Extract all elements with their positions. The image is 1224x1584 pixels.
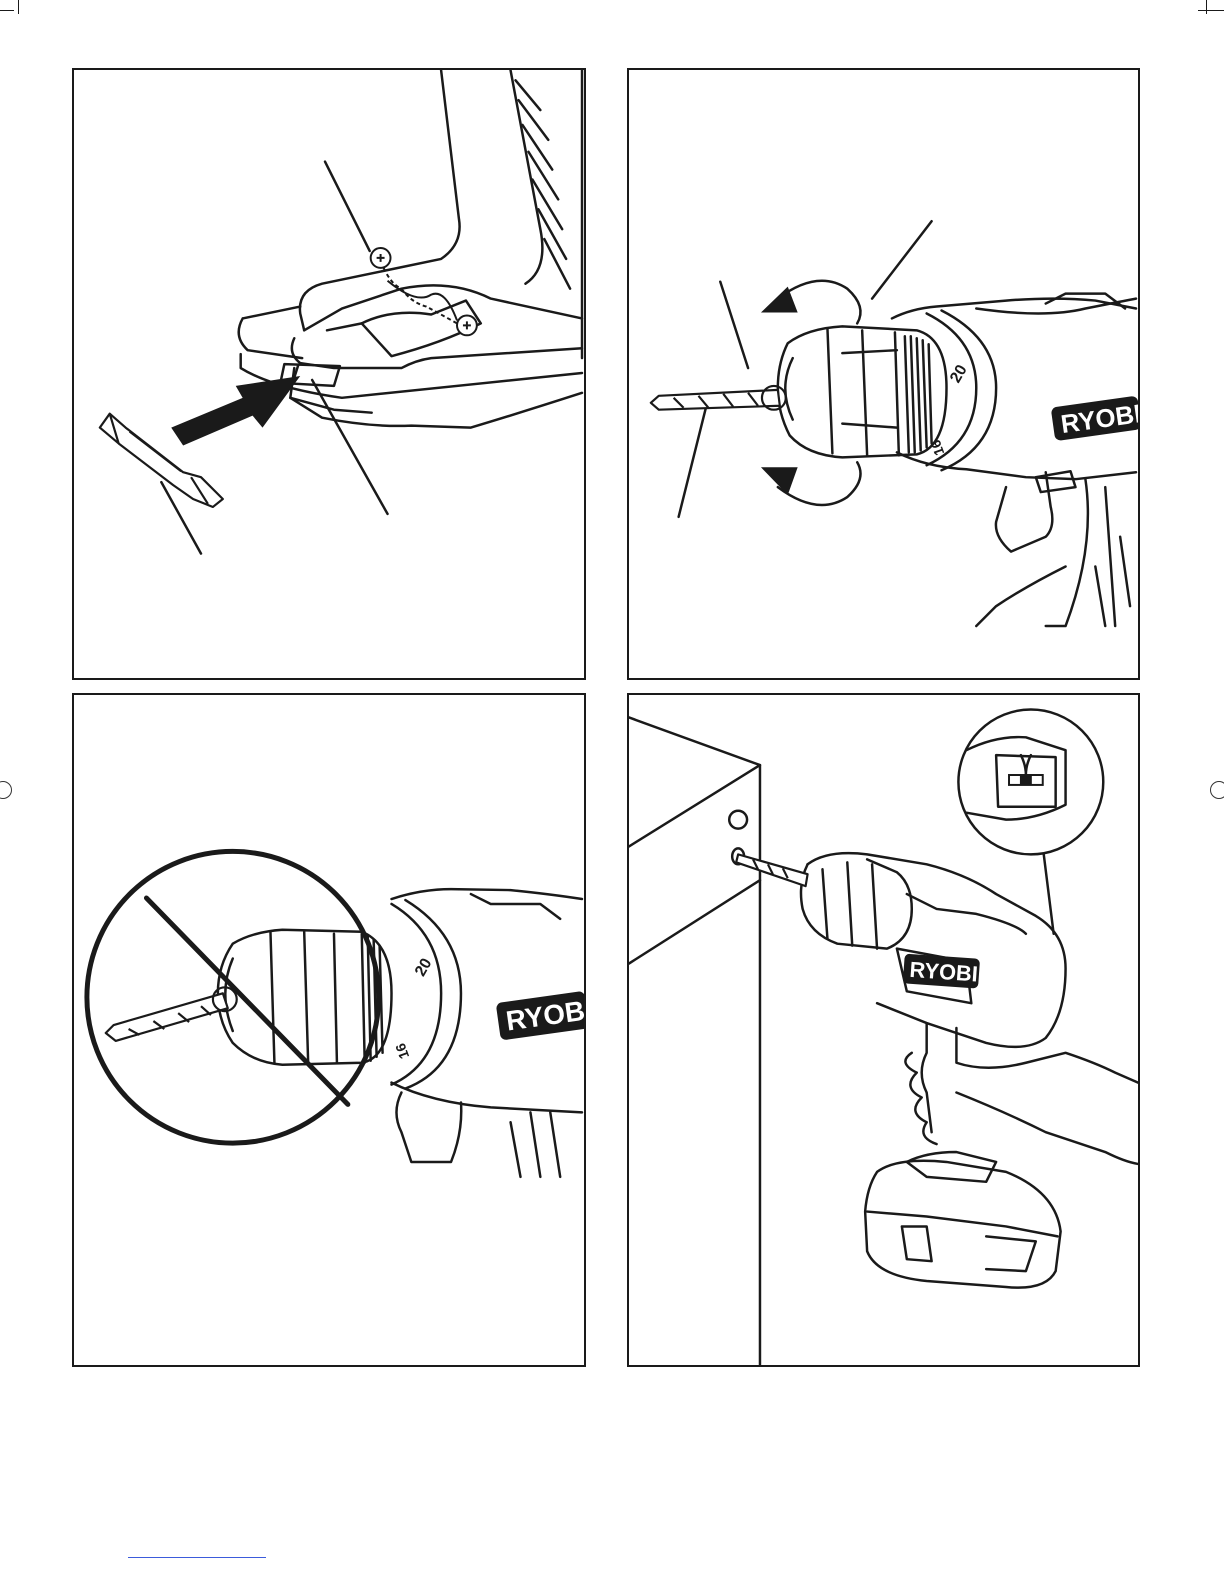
figure-chuck-rotation: RYOBI 20 16 xyxy=(627,68,1140,680)
svg-text:RYOBI: RYOBI xyxy=(909,957,979,987)
registration-mark-right xyxy=(1210,781,1224,799)
ryobi-logo: RYOBI xyxy=(1051,395,1138,441)
crop-mark-top-right-h xyxy=(1198,10,1224,11)
registration-mark-left xyxy=(0,781,12,799)
incorrect-insertion-illustration: RYOBI 20 16 xyxy=(74,695,584,1365)
figure-drilling-level: RYOBI xyxy=(627,693,1140,1367)
chuck-rotation-illustration: RYOBI 20 16 xyxy=(629,70,1138,678)
crop-mark-top-left-h xyxy=(0,10,14,11)
svg-text:16: 16 xyxy=(392,1041,412,1061)
ryobi-logo: RYOBI xyxy=(496,990,584,1041)
crop-mark-top-left xyxy=(18,0,19,14)
svg-text:20: 20 xyxy=(412,955,436,979)
drilling-level-illustration: RYOBI xyxy=(629,695,1138,1365)
figure-incorrect-insertion: RYOBI 20 16 xyxy=(72,693,586,1367)
figure-bit-storage xyxy=(72,68,586,680)
bit-storage-illustration xyxy=(74,70,584,678)
ryobi-logo: RYOBI xyxy=(903,954,980,989)
crop-mark-top-right xyxy=(1206,0,1207,14)
footer-rule xyxy=(128,1557,266,1558)
svg-text:20: 20 xyxy=(947,362,971,386)
